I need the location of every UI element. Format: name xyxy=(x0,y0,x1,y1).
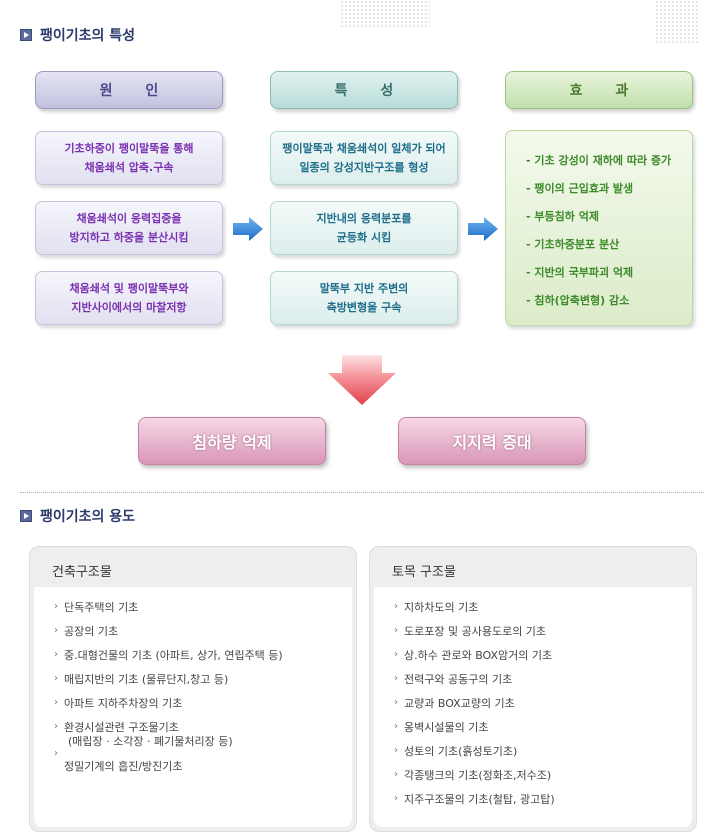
list-item: 상.하수 관로와 BOX암거의 기초 xyxy=(394,648,692,663)
effect-item: - 부등침하 억제 xyxy=(526,210,599,223)
list-item: 매립지반의 기초 (물류단지,창고 등) xyxy=(54,672,352,687)
list-item: 정밀기계의 흡진/방진기초 xyxy=(64,760,183,773)
section-title-characteristics: 팽이기초의 특성 xyxy=(20,25,135,45)
list-item: 환경시설관련 구조물기초 xyxy=(54,720,352,735)
list-item: 단독주택의 기초 xyxy=(54,600,352,615)
list-item-empty xyxy=(54,747,352,762)
arrow-down-icon xyxy=(328,355,396,405)
cause-box-line: 채움쇄석 및 팽이말뚝부와 xyxy=(69,282,189,295)
decorative-dot-pattern xyxy=(340,0,430,28)
civil-structures-panel: 토목 구조물 지하차도의 기초 도로포장 및 공사용도로의 기초 상.하수 관로… xyxy=(369,546,697,832)
cause-box-line: 채움쇄석이 응력집중을 xyxy=(76,212,182,225)
panel-body: 지하차도의 기초 도로포장 및 공사용도로의 기초 상.하수 관로와 BOX암거… xyxy=(374,587,692,827)
effect-item: - 기초하중분포 분산 xyxy=(526,238,620,251)
effect-item: - 침하(압축변형) 감소 xyxy=(526,294,630,307)
bullet-arrow-icon xyxy=(20,510,32,522)
character-box-line: 말뚝부 지반 주변의 xyxy=(319,282,409,295)
column-header-cause: 원 인 xyxy=(35,71,223,109)
panel-title: 토목 구조물 xyxy=(392,565,456,580)
panel-title: 건축구조물 xyxy=(52,565,112,580)
result-bearing-increase: 지지력 증대 xyxy=(398,417,586,465)
list-item-continuation: (매립장 · 소각장 · 폐기물처리장 등) xyxy=(68,735,233,748)
list-item: 지주구조물의 기초(철탑, 광고탑) xyxy=(394,792,692,807)
arrow-right-icon xyxy=(233,217,263,241)
character-box-line: 측방변형을 구속 xyxy=(326,301,402,314)
list-item: 아파트 지하주차장의 기초 xyxy=(54,696,352,711)
effect-box: - 기초 강성이 재하에 따라 증가 - 팽이의 근입효과 발생 - 부등침하 … xyxy=(505,130,693,326)
list-item: 중.대형건물의 기초 (아파트, 상가, 연립주택 등) xyxy=(54,648,352,663)
list-item: 교량과 BOX교량의 기초 xyxy=(394,696,692,711)
character-box-line: 균등화 시킴 xyxy=(336,231,392,244)
list-item: 전력구와 공동구의 기초 xyxy=(394,672,692,687)
character-box-line: 팽이말뚝과 채움쇄석이 일체가 되어 xyxy=(282,142,446,155)
decorative-dot-pattern xyxy=(655,0,700,44)
character-box-line: 지반내의 응력분포를 xyxy=(316,212,412,225)
column-header-effect: 효 과 xyxy=(505,71,693,109)
list-item: 지하차도의 기초 xyxy=(394,600,692,615)
section-title-text: 팽이기초의 특성 xyxy=(40,28,136,44)
list-item: 성토의 기초(흙성토기초) xyxy=(394,744,692,759)
section-divider xyxy=(20,492,704,493)
building-structures-panel: 건축구조물 단독주택의 기초 공장의 기초 중.대형건물의 기초 (아파트, 상… xyxy=(29,546,357,832)
bullet-arrow-icon xyxy=(20,29,32,41)
effect-item: - 기초 강성이 재하에 따라 증가 xyxy=(526,154,672,167)
list-item: 공장의 기초 xyxy=(54,624,352,639)
effect-item: - 지반의 국부파괴 억제 xyxy=(526,266,634,279)
cause-box-line: 채움쇄석 압축.구속 xyxy=(84,161,174,174)
list-item: 각종탱크의 기초(정화조,저수조) xyxy=(394,768,692,783)
character-box-line: 일종의 강성지반구조를 형성 xyxy=(299,161,429,174)
section-title-text: 팽이기초의 용도 xyxy=(40,509,136,525)
panel-body: 단독주택의 기초 공장의 기초 중.대형건물의 기초 (아파트, 상가, 연립주… xyxy=(34,587,352,827)
arrow-right-icon xyxy=(468,217,498,241)
result-settlement-control: 침하량 억제 xyxy=(138,417,326,465)
list-item: 옹벽시설물의 기초 xyxy=(394,720,692,735)
section-title-usage: 팽이기초의 용도 xyxy=(20,506,135,526)
cause-box-line: 방지하고 하중을 분산시킴 xyxy=(69,231,189,244)
effect-item: - 팽이의 근입효과 발생 xyxy=(526,182,634,195)
cause-box-line: 지반사이에서의 마찰저항 xyxy=(71,301,187,314)
column-header-character: 특 성 xyxy=(270,71,458,109)
list-item: 도로포장 및 공사용도로의 기초 xyxy=(394,624,692,639)
cause-box-line: 기초하중이 팽이말뚝을 통해 xyxy=(64,142,194,155)
